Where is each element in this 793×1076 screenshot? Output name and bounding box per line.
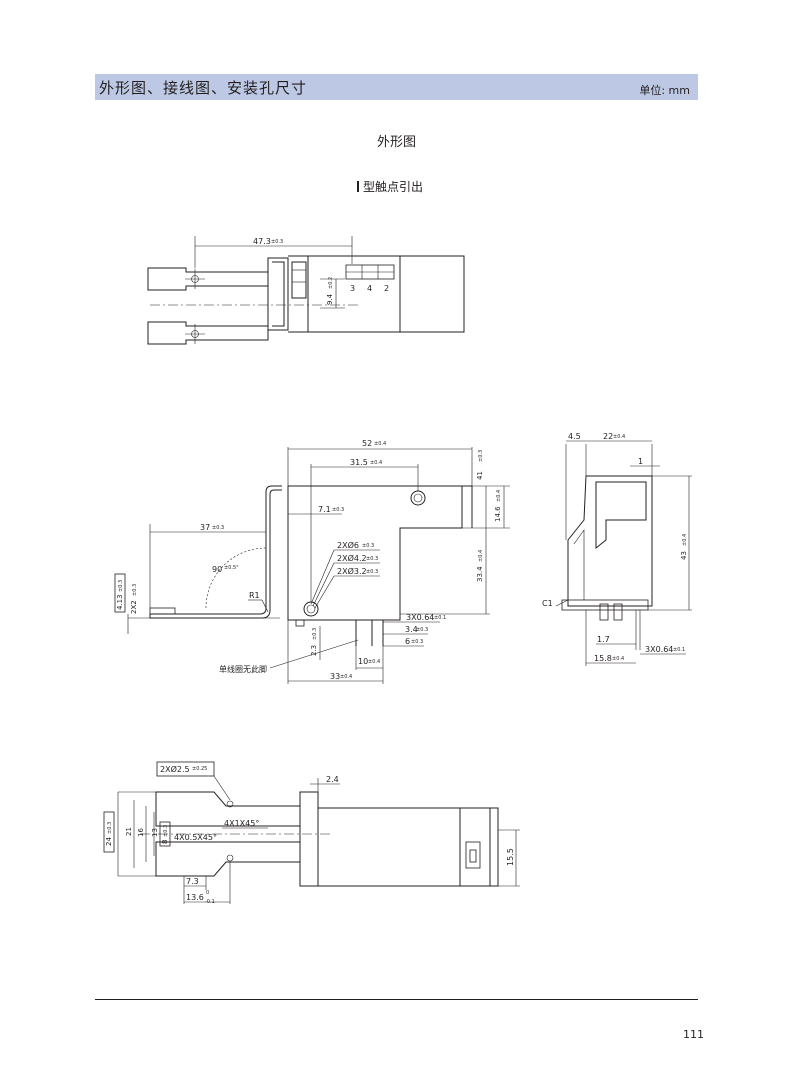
hole-6: 2XØ6	[337, 540, 359, 550]
page-title: 外形图、接线图、安装孔尺寸	[99, 79, 308, 97]
dim-1: 1	[638, 457, 643, 466]
tol-33: ±0.4	[340, 674, 352, 680]
end-view-drawing: 4.5 22 ±0.4 1 43 ±0.4 C1 1.7 3X0.64 ±0.1…	[542, 432, 692, 666]
tol-43: ±0.4	[682, 534, 688, 546]
dim-2-3: 2.3	[310, 645, 318, 656]
dim-1-7: 1.7	[597, 635, 610, 644]
tol-22: ±0.4	[613, 434, 625, 440]
top-view-drawing: 47.3 ±0.3 9.4 ±0.2 3 4 2	[147, 236, 465, 345]
tol-41: ±0.3	[478, 450, 484, 462]
dim-2-4: 2.4	[326, 775, 339, 784]
dim-10: 10	[358, 657, 368, 666]
bottom-view-drawing: 2XØ2.5 ±0.25 2.4 4X1X45° 4X0.5X45° 24 ±0…	[103, 761, 520, 905]
tol-52: ±0.4	[374, 441, 386, 447]
bottom-hole: 2XØ2.5	[160, 764, 190, 774]
chamfer-4x1x45: 4X1X45°	[224, 819, 259, 828]
dim-47-3: 47.3	[253, 237, 271, 246]
tol-14-6: ±0.4	[496, 490, 502, 502]
tol-hole-4-2: ±0.3	[366, 556, 378, 562]
side-view-drawing: 52 ±0.4 31.5 ±0.4 7.1 ±0.3 37 ±0.3 2XØ6 …	[114, 439, 510, 684]
dim-6: 6	[405, 637, 410, 646]
dim-24: 24	[105, 837, 113, 846]
dim-14-6: 14.6	[494, 506, 502, 522]
footer-rule	[95, 999, 698, 1000]
end-tol-3x0-64: ±0.1	[673, 647, 685, 653]
terminal-label-3: 3	[350, 284, 355, 293]
tol-hole-3-2: ±0.3	[366, 569, 378, 575]
dim-4-5: 4.5	[568, 432, 581, 441]
dim-16: 16	[137, 828, 145, 837]
tol-8: ±0.3	[163, 825, 169, 837]
chamfer-c1: C1	[542, 599, 553, 608]
tol-hole-6: ±0.3	[362, 543, 374, 549]
dim-3x0-64: 3X0.64	[406, 613, 434, 622]
tol-angle: ±0.5°	[224, 565, 239, 571]
bottom-tol-hole: ±0.25	[192, 766, 207, 772]
tol-47-3: ±0.3	[271, 239, 283, 245]
radius-r1: R1	[249, 591, 260, 600]
hole-3-2: 2XØ3.2	[337, 566, 367, 576]
dim-52: 52	[362, 439, 372, 448]
chamfer-4x0-5x45: 4X0.5X45°	[174, 833, 217, 842]
tol-3x0-64: ±0.1	[434, 615, 446, 621]
dim-22: 22	[603, 432, 613, 441]
dim-43: 43	[680, 551, 688, 560]
end-dim-3x0-64: 3X0.64	[645, 645, 673, 654]
tol-3-4: ±0.3	[416, 627, 428, 633]
tol-9-4: ±0.2	[328, 277, 334, 289]
terminal-label-2: 2	[384, 284, 389, 293]
hole-4-2: 2XØ4.2	[337, 553, 367, 563]
tol-13-6-upper: 0	[206, 890, 209, 896]
section-title: 外形图	[376, 135, 416, 150]
subsection-title: 型触点引出	[357, 178, 423, 195]
dim-33: 33	[330, 672, 340, 681]
dim-21: 21	[125, 827, 133, 836]
dim-15-5: 15.5	[506, 848, 515, 866]
header-bar: 外形图、接线图、安装孔尺寸 单位: mm	[95, 74, 698, 100]
subsection-marker	[357, 181, 359, 192]
dim-13-6: 13.6	[186, 893, 204, 902]
dim-15-8: 15.8	[594, 654, 612, 663]
tol-13-6-lower: -0.1	[205, 899, 215, 905]
tol-2-3: ±0.3	[312, 628, 318, 640]
unit-label: 单位: mm	[639, 84, 690, 97]
dim-4-13: 4.13	[116, 594, 124, 610]
angle-90: 90	[212, 565, 222, 574]
tol-6: ±0.3	[411, 639, 423, 645]
page-number: 111	[683, 1028, 704, 1041]
terminal-label-4: 4	[367, 284, 372, 293]
tol-2x2: ±0.3	[132, 584, 138, 596]
tol-15-8: ±0.4	[612, 656, 624, 662]
dim-33-4: 33.4	[476, 566, 484, 582]
dim-2x2: 2X2	[130, 600, 138, 614]
dim-7-1: 7.1	[318, 505, 331, 514]
tol-31-5: ±0.4	[370, 460, 382, 466]
tol-7-1: ±0.3	[332, 507, 344, 513]
tol-37: ±0.3	[212, 525, 224, 531]
dim-13: 13	[151, 828, 159, 837]
dim-8: 8	[161, 840, 169, 844]
tol-4-13: ±0.3	[118, 580, 124, 592]
dim-41: 41	[476, 471, 484, 480]
note-single-coil: 单线圈无此脚	[219, 664, 267, 674]
dim-3-4: 3.4	[405, 625, 418, 634]
tol-24: ±0.3	[107, 822, 113, 834]
tol-10: ±0.4	[368, 659, 380, 665]
subsection-label: 型触点引出	[363, 180, 424, 194]
dim-9-4: 9.4	[326, 293, 334, 305]
tol-33-4: ±0.4	[478, 550, 484, 562]
dim-31-5: 31.5	[350, 458, 368, 467]
dim-37: 37	[200, 523, 210, 532]
dim-7-3: 7.3	[186, 877, 199, 886]
